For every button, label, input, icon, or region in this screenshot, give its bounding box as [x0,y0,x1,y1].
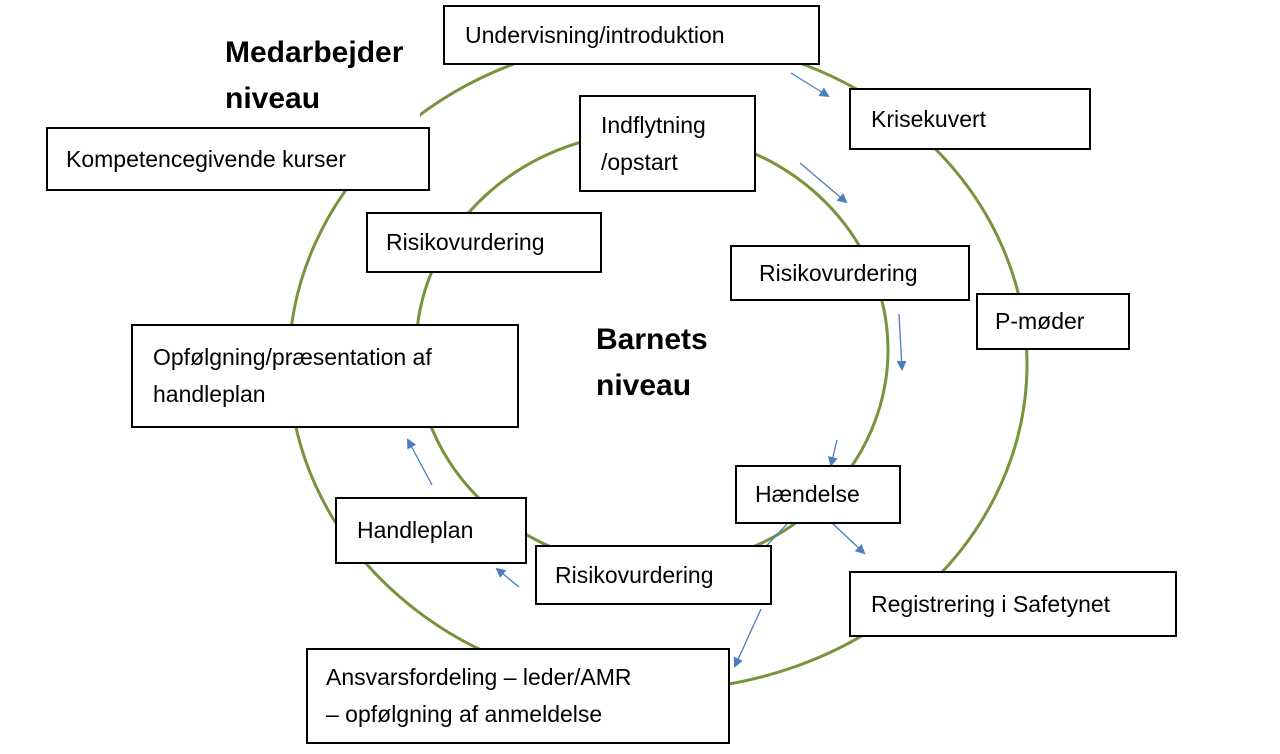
box-krisekuvert: Krisekuvert [849,88,1091,150]
box-registrering: Registrering i Safetynet [849,571,1177,637]
box-ansvarsfordeling-line2: – opfølgning af anmeldelse [326,701,603,727]
box-handleplan-text: Handleplan [357,517,474,543]
box-ansvarsfordeling: Ansvarsfordeling – leder/AMR – opfølgnin… [306,648,730,744]
child-level-label: Barnets niveau [596,317,708,409]
arrow-to-handleplan [495,567,520,588]
box-kompetence: Kompetencegivende kurser [46,127,430,191]
arrow-to-ansvar [733,608,762,668]
box-undervisning-text: Undervisning/introduktion [465,21,725,48]
arrow-to-risiko-right [799,162,848,204]
employee-level-label: Medarbejder niveau [225,30,403,122]
box-p-moder-text: P-møder [995,308,1085,334]
employee-level-label-bg [205,14,420,127]
box-krisekuvert-text: Krisekuvert [871,105,987,132]
box-kompetence-text: Kompetencegivende kurser [66,145,346,172]
box-risikovurdering-bottom-text: Risikovurdering [555,561,714,588]
box-indflytning-line1: Indflytning [601,111,706,138]
box-undervisning: Undervisning/introduktion [443,5,820,65]
box-indflytning-line2: /opstart [601,148,678,175]
box-risikovurdering-left: Risikovurdering [366,212,602,273]
arrow-to-krisekuvert [790,72,830,98]
arrow-to-haendelse [828,439,838,467]
box-indflytning: Indflytning /opstart [579,95,756,192]
arrow-to-registrering [831,522,866,555]
child-level-line1: Barnets [596,323,708,356]
box-opfolgning-line2: handleplan [153,381,266,407]
arrow-down-right [896,313,907,371]
box-opfolgning: Opfølgning/præsentation af handleplan [131,324,519,428]
box-risikovurdering-bottom: Risikovurdering [535,545,772,605]
box-risikovurdering-right: Risikovurdering [730,245,970,301]
child-level-line2: niveau [596,369,692,402]
box-p-moder: P-møder [976,293,1130,350]
box-handleplan: Handleplan [335,497,527,564]
box-ansvarsfordeling-line1: Ansvarsfordeling – leder/AMR [326,664,632,690]
employee-level-line2: niveau [225,82,321,115]
box-haendelse: Hændelse [735,465,901,524]
box-haendelse-text: Hændelse [755,481,860,507]
box-risikovurdering-right-text: Risikovurdering [759,259,918,286]
box-registrering-text: Registrering i Safetynet [871,590,1111,617]
box-opfolgning-line1: Opfølgning/præsentation af [153,344,432,370]
employee-level-line1: Medarbejder [225,36,404,69]
arrow-to-opfolgning [407,438,433,486]
box-risikovurdering-left-text: Risikovurdering [386,229,545,255]
